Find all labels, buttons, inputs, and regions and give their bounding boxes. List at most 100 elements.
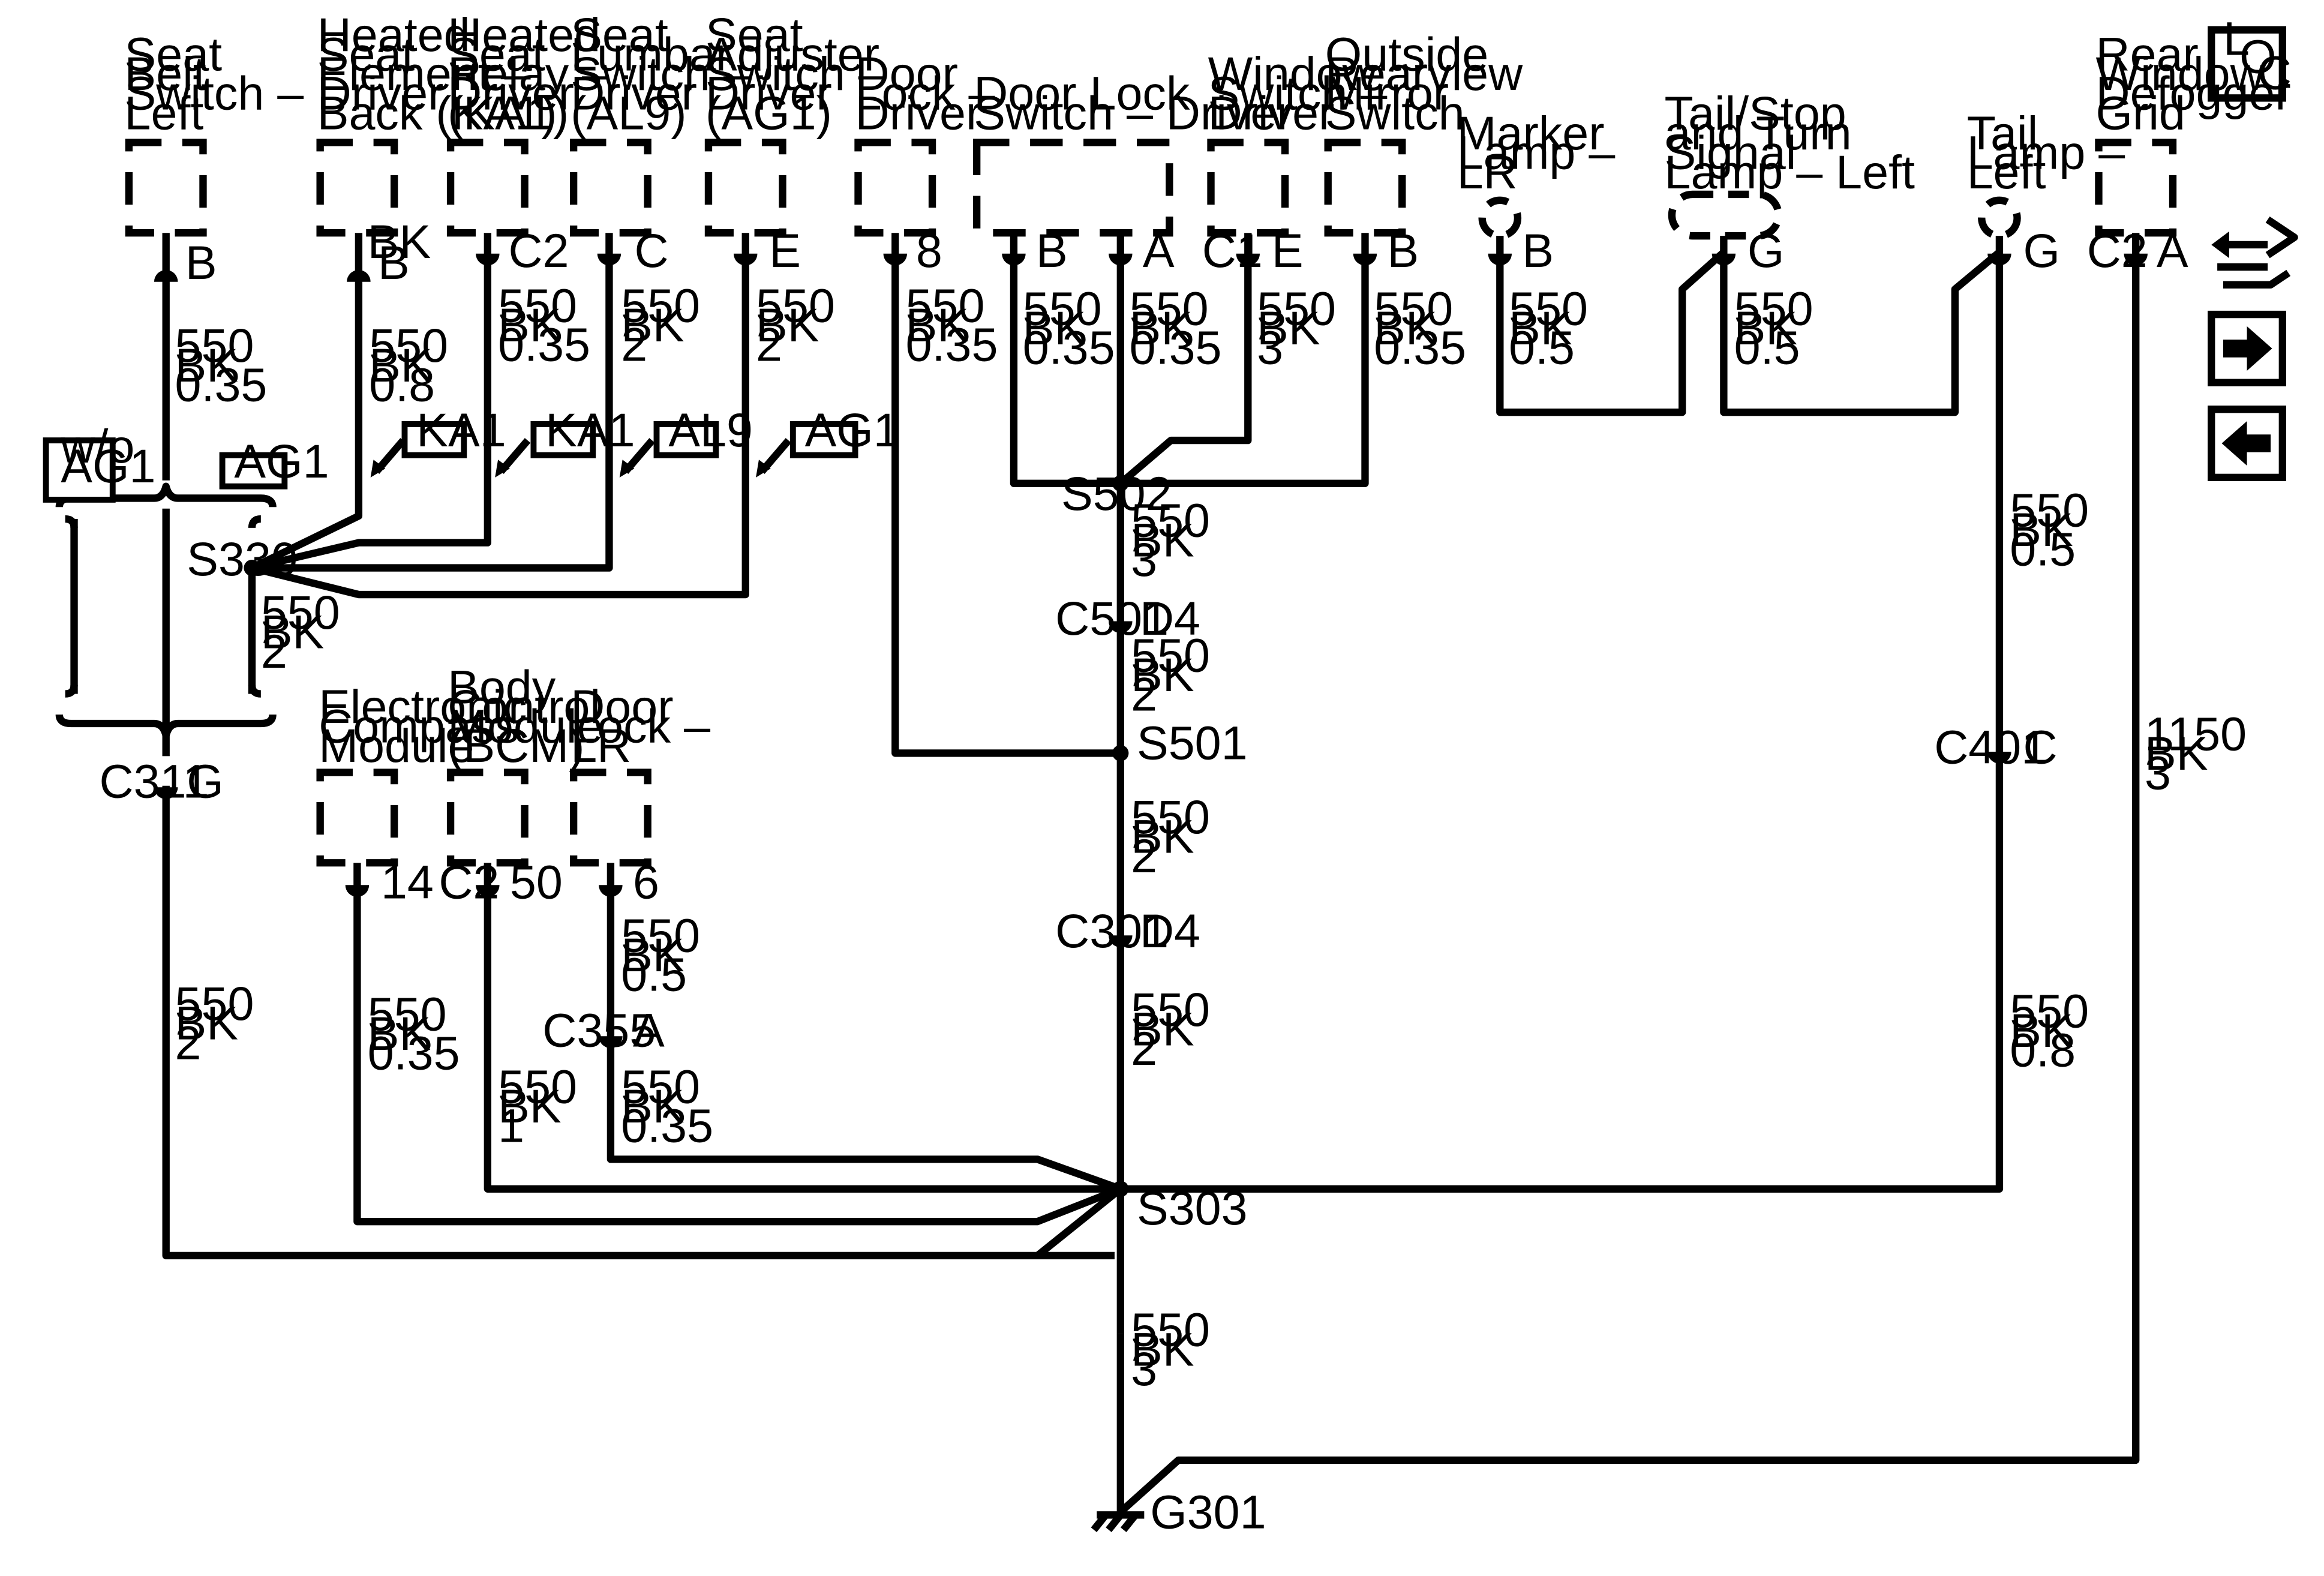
door-lock-lr-label-line-2: LR — [571, 719, 631, 772]
prev-page-button[interactable] — [2208, 406, 2286, 482]
door-lock-lr-connector — [599, 885, 623, 897]
wire-relay-line-2: 0.35 — [498, 318, 590, 371]
c311-label: C311 — [100, 755, 209, 808]
pin-dls-a: A — [1143, 224, 1175, 277]
outside-mirror-switch-label-line-1: Rearview — [1325, 47, 1523, 100]
wire-s502-down-line-0: 550 — [1131, 494, 1210, 547]
heated-seat-relay-label-line-0: Heated — [448, 8, 600, 61]
wire-adjuster-line-2: 2 — [756, 318, 782, 371]
connector-view-icon[interactable] — [2211, 216, 2298, 289]
wire-door-lock-lr-upper-line-1: BK — [621, 928, 684, 981]
splice-s330-dot — [244, 559, 260, 577]
rear-window-defogger-label-line-1: Window — [2096, 47, 2265, 100]
pin-lumbar: C — [634, 224, 668, 277]
adjuster-connector — [733, 253, 758, 266]
dls-a-connector — [1109, 253, 1133, 266]
wire-tail-lamp-lower-line-2: 0.8 — [2010, 1023, 2076, 1077]
connector-symbols — [154, 253, 2148, 1049]
body-control-module-label-line-1: Control — [448, 680, 600, 733]
bcm-connector — [476, 885, 500, 897]
wiring — [70, 233, 2140, 1515]
wire-s303-down-line-0: 550 — [1131, 1303, 1210, 1356]
tail-lamp-left-label-line-2: Left — [1967, 145, 2046, 199]
seat-adjuster-switch-box — [704, 139, 786, 237]
wire-adjuster-line-1: BK — [756, 298, 819, 352]
wire-marker-line-1: BK — [1509, 301, 1572, 355]
seat-lumbar-switch-label-line-4: (AL9) — [571, 86, 686, 139]
c501-pin-label: D4 — [1140, 592, 1200, 645]
window-switch-driver-label-line-2: Driver — [1208, 86, 1335, 139]
heated-seat-element-label-line-0: Heated — [317, 8, 470, 61]
loc-letter-c: C — [2257, 46, 2292, 100]
wire-mirror-line-2: 0.35 — [1374, 321, 1466, 374]
option-ka1-a: KA1 — [416, 403, 506, 457]
outside-mirror-switch-label-line-2: Mirror — [1325, 67, 1449, 120]
mirror-connector — [1353, 253, 1377, 266]
wire-seat-belt-line-1: BK — [175, 338, 238, 392]
ka1-box-a — [401, 421, 467, 458]
option-wo-ag1-line-1: AG1 — [61, 439, 155, 493]
wire-window-line-0: 550 — [1257, 281, 1336, 335]
compass-module-box — [316, 769, 398, 867]
pin-dls-b: B — [1036, 224, 1068, 277]
heated-seat-element-label-line-1: Seat — [317, 27, 415, 80]
wire-relay-line-0: 550 — [498, 278, 577, 332]
splice-s501-label: S501 — [1137, 716, 1248, 769]
loc-button[interactable]: L O C — [2208, 12, 2292, 102]
c355-connector — [599, 1036, 623, 1049]
body-control-module-label-line-2: Module — [448, 700, 603, 753]
marker-connector — [1488, 253, 1512, 266]
seat-belt-connector — [154, 269, 178, 282]
option-ag1-bracket: AG1 — [234, 434, 329, 488]
wire-s501-down-line-2: 2 — [1131, 829, 1157, 882]
wire-tail-lamp-lower-line-1: BK — [2010, 1004, 2073, 1057]
pin-tail-lamp: G — [2023, 224, 2060, 277]
seat-adjuster-switch-label-line-4: (AG1) — [705, 86, 832, 139]
pin-heated-element: B — [378, 236, 410, 289]
marker-lamp-lr-label-line-0: Marker — [1457, 106, 1605, 160]
wire-s303-down-line-2: 3 — [1131, 1342, 1157, 1395]
wire-s303-down-line-1: BK — [1131, 1322, 1194, 1376]
wire-lumbar-line-2: 2 — [621, 318, 647, 371]
pin-tailstop: G — [1747, 224, 1784, 277]
pin-window-conn: C1 — [1202, 224, 1263, 277]
wire-dls-b-line-2: 0.35 — [1023, 321, 1115, 374]
pin-door-lock-driver: 8 — [916, 224, 942, 277]
wire-compass-line-0: 550 — [368, 987, 447, 1040]
pin-seat-belt: B — [185, 236, 217, 289]
wire-c501-down-line-0: 550 — [1131, 629, 1210, 682]
wire-s501-down-line-1: BK — [1131, 809, 1194, 863]
door-lock-switch-driver-label-line-1: Switch – Driver — [974, 86, 1292, 139]
ground-g301-label: G301 — [1150, 1485, 1266, 1539]
al9-box — [653, 421, 719, 458]
body-control-module-label-line-0: Body — [448, 660, 556, 713]
wire-tailstop-line-0: 550 — [1734, 281, 1813, 335]
wire-window-line-1: BK — [1257, 301, 1320, 355]
outside-mirror-switch-label-line-3: Switch — [1325, 86, 1465, 139]
wire-dls-a-line-1: BK — [1130, 301, 1193, 355]
wire-mirror-line-1: BK — [1374, 301, 1437, 355]
wire-bcm-line-0: 550 — [498, 1059, 577, 1113]
next-page-button[interactable] — [2208, 310, 2286, 386]
heated-element-connector — [347, 269, 371, 282]
seat-belt-switch-left-label-line-3: Left — [125, 86, 204, 139]
c311-connector — [154, 787, 178, 800]
wire-door-lock-driver-line-1: BK — [906, 298, 969, 352]
wire-c311-down-line-0: 550 — [175, 977, 254, 1030]
wire-door-lock-driver-line-0: 550 — [906, 278, 985, 332]
wire-c311-down-line-2: 2 — [175, 1016, 202, 1069]
ground-g301-symbol — [1091, 1511, 1145, 1532]
mirror-switch-box — [1324, 139, 1406, 237]
c355-label: C355 — [542, 1004, 656, 1057]
seat-adjuster-switch-label-line-2: Switch – — [705, 47, 885, 100]
door-lock-lr-label-line-1: Lock – — [571, 700, 710, 753]
c501-connector — [1109, 621, 1133, 634]
wire-c301-down-line-1: BK — [1131, 1002, 1194, 1056]
wire-relay-line-1: BK — [498, 298, 561, 352]
wire-tail-lamp-upper-line-1: BK — [2010, 503, 2073, 556]
tailstop-connector — [1712, 253, 1736, 266]
rear-window-defogger-label-line-3: Grid — [2096, 86, 2185, 139]
wire-dls-b-line-1: BK — [1023, 301, 1086, 355]
